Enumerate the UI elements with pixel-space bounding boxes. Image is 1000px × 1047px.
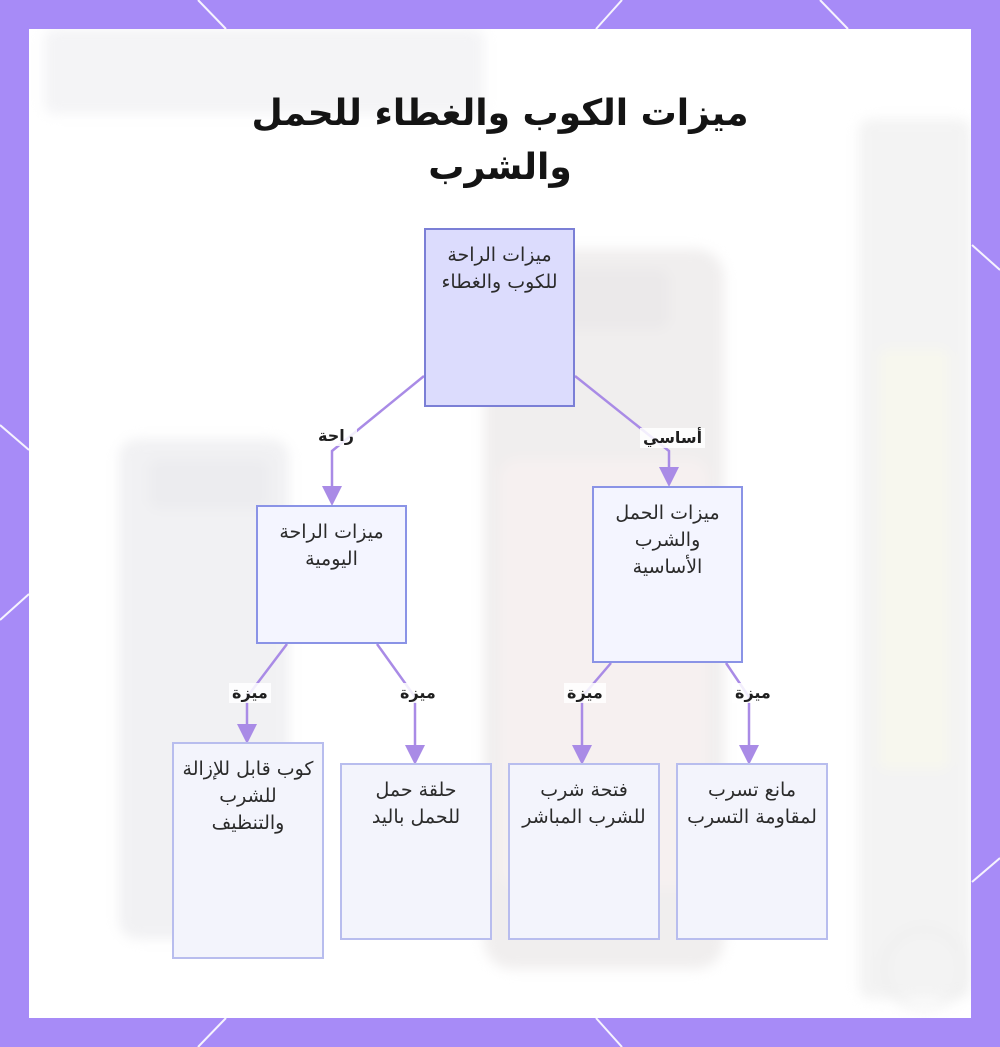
edge-label-essential: أساسي: [640, 428, 706, 448]
edge-label-leak-proof: ميزة: [732, 683, 774, 703]
edge-label-carry-ring: ميزة: [397, 683, 439, 703]
diagram-title: ميزات الكوب والغطاء للحمل والشرب: [251, 93, 749, 188]
edge-label-removable-cup: ميزة: [229, 683, 271, 703]
node-comfort: ميزات الراحة اليومية: [256, 505, 407, 644]
edge-essential-to-drink-opening: [572, 662, 612, 765]
node-removable-cup: كوب قابل للإزالة للشرب والتنظيف: [172, 742, 324, 959]
node-essential: ميزات الحمل والشرب الأساسية: [592, 486, 743, 663]
edge-root-to-comfort: [322, 375, 425, 506]
diagram-card: ميزات الكوب والغطاء للحمل والشرب ميزات ا…: [29, 29, 971, 1018]
node-drink-opening: فتحة شرب للشرب المباشر: [508, 763, 660, 940]
diagram-edges: [237, 375, 759, 765]
edge-label-comfort: راحة: [315, 426, 357, 446]
node-leak-proof: مانع تسرب لمقاومة التسرب: [676, 763, 828, 940]
edge-root-to-essential: [574, 375, 679, 487]
node-root: ميزات الراحة للكوب والغطاء: [424, 228, 575, 407]
edge-essential-to-leak-proof: [724, 662, 759, 765]
edge-label-drink-opening: ميزة: [564, 683, 606, 703]
node-carry-ring: حلقة حمل للحمل باليد: [340, 763, 492, 940]
